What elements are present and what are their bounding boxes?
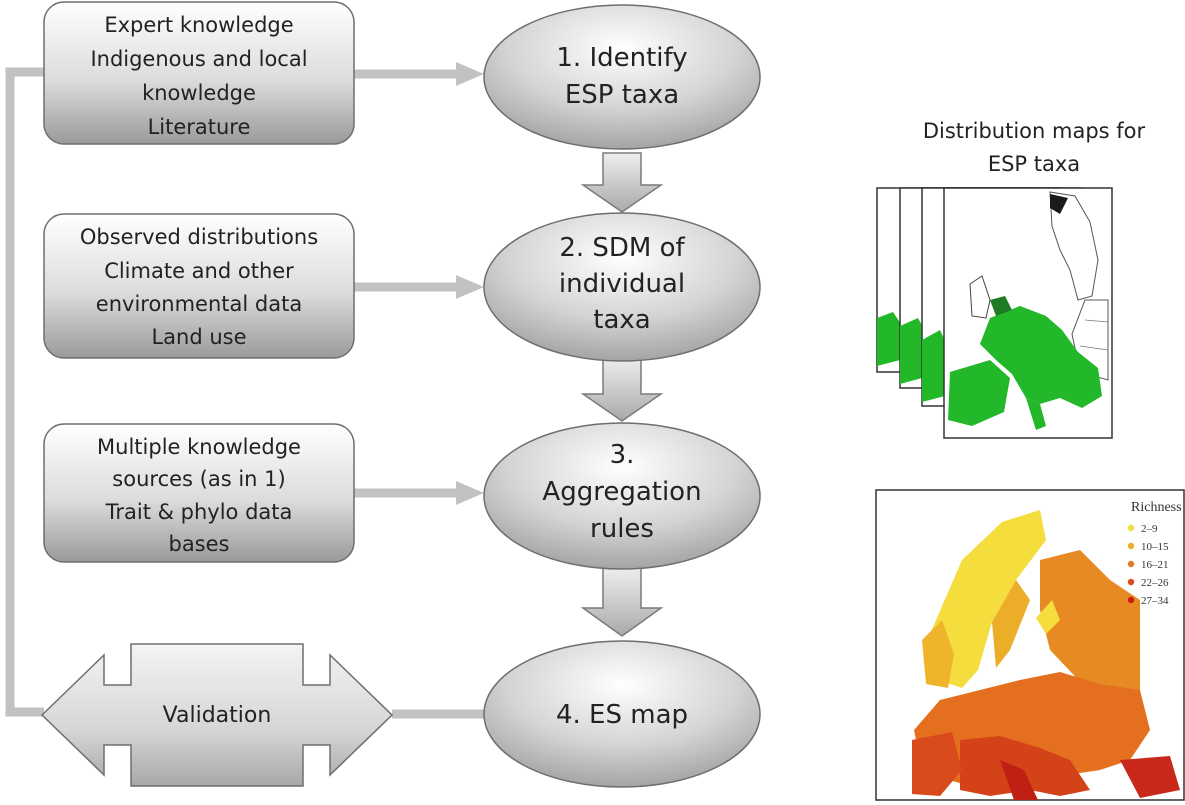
richness-legend-title: Richness — [1131, 500, 1182, 515]
legend-swatch-4 — [1127, 578, 1135, 586]
distribution-maps-caption-line-1: Distribution maps for — [923, 119, 1146, 143]
down-arrow-3 — [580, 567, 664, 637]
input-box-2-line-1: Observed distributions — [80, 225, 318, 249]
down-arrow-1 — [580, 152, 664, 213]
step-2-ellipse: 2. SDM of individual taxa — [483, 212, 761, 362]
step-4-line-1: 4. ES map — [556, 700, 688, 730]
step-3-line-2: Aggregation — [542, 477, 701, 507]
input-box-1-line-3: knowledge — [142, 81, 256, 105]
distribution-map-stack — [876, 187, 1113, 439]
input-box-1-line-2: Indigenous and local — [90, 47, 307, 71]
input-box-2-line-2: Climate and other — [104, 259, 294, 283]
input-box-3-line-2: sources (as in 1) — [112, 467, 285, 491]
step-1-line-1: 1. Identify — [556, 43, 687, 73]
step-2-line-1: 2. SDM of — [559, 233, 685, 263]
input-box-3: Multiple knowledge sources (as in 1) Tra… — [43, 423, 355, 563]
legend-label-1: 2–9 — [1141, 523, 1158, 535]
validation-double-arrow: Validation — [40, 643, 394, 787]
step-3-ellipse: 3. Aggregation rules — [483, 422, 761, 570]
legend-swatch-2 — [1127, 542, 1135, 550]
step-1-line-2: ESP taxa — [565, 80, 679, 110]
legend-label-5: 27–34 — [1141, 595, 1169, 607]
connector-arrow-2 — [352, 275, 484, 299]
input-box-2-line-4: Land use — [151, 325, 246, 349]
legend-label-3: 16–21 — [1141, 559, 1169, 571]
input-box-3-line-3: Trait & phylo data — [105, 500, 293, 524]
input-box-2-line-3: environmental data — [96, 292, 302, 316]
step-2-line-2: individual — [559, 269, 685, 299]
step-3-line-1: 3. — [610, 440, 635, 470]
connector-arrow-3 — [352, 481, 484, 505]
legend-swatch-3 — [1127, 560, 1135, 568]
richness-map: Richness 2–9 10–15 16–21 22–26 27–34 — [875, 489, 1185, 801]
distribution-maps-caption-line-2: ESP taxa — [988, 152, 1080, 176]
step-3-line-3: rules — [590, 514, 654, 544]
input-box-3-line-1: Multiple knowledge — [97, 435, 301, 459]
feedback-loop-line — [5, 67, 44, 717]
validation-label: Validation — [163, 703, 272, 728]
input-box-2: Observed distributions Climate and other… — [43, 213, 355, 359]
down-arrow-2 — [580, 356, 664, 422]
step-1-ellipse: 1. Identify ESP taxa — [483, 4, 761, 150]
legend-label-4: 22–26 — [1141, 577, 1169, 589]
step-4-ellipse: 4. ES map — [483, 640, 761, 788]
input-box-1: Expert knowledge Indigenous and local kn… — [43, 1, 355, 145]
connector-arrow-1 — [352, 62, 484, 86]
input-box-1-line-4: Literature — [148, 115, 251, 139]
richness-legend: 2–9 10–15 16–21 22–26 27–34 — [1127, 523, 1169, 607]
legend-swatch-5 — [1127, 596, 1135, 604]
legend-label-2: 10–15 — [1141, 541, 1169, 553]
legend-swatch-1 — [1127, 524, 1135, 532]
step-2-line-3: taxa — [593, 305, 650, 335]
input-box-1-line-1: Expert knowledge — [104, 13, 293, 37]
input-box-3-line-4: bases — [168, 532, 229, 556]
